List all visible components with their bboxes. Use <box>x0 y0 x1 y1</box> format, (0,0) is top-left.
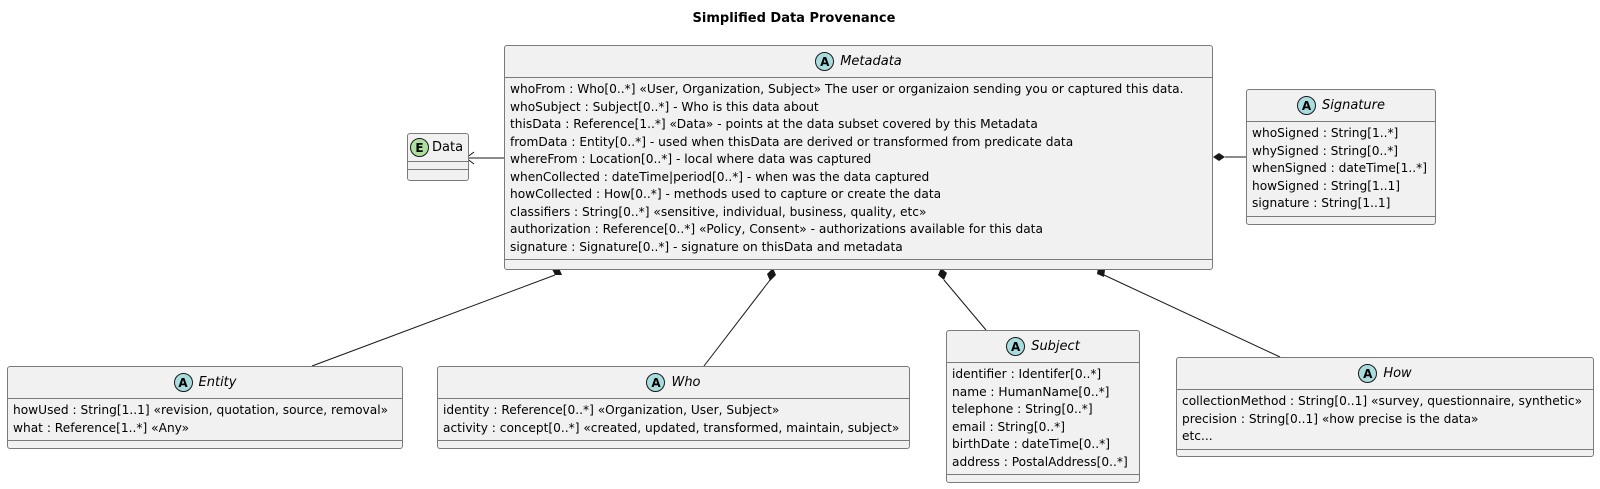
attribute: howCollected : How[0..*] - methods used … <box>510 187 942 201</box>
attribute: email : String[0..*] <box>952 419 1065 434</box>
attribute: howSigned : String[1..1] <box>1252 178 1400 193</box>
class-name: Data <box>432 140 464 155</box>
abstract-icon: A <box>173 373 193 392</box>
attribute: activity : concept[0..*] «created, updat… <box>443 420 900 435</box>
attribute: howUsed : String[1..1] «revision, quotat… <box>13 403 389 417</box>
class-name: Entity <box>198 375 237 390</box>
link-metadata-entity <box>311 274 556 367</box>
attribute: telephone : String[0..*] <box>952 402 1093 416</box>
diamond-how <box>1097 268 1105 277</box>
abstract-icon: A <box>815 52 835 71</box>
attribute: whoSigned : String[1..*] <box>1252 126 1399 140</box>
link-metadata-how <box>1103 274 1281 358</box>
attribute: whySigned : String[0..*] <box>1252 143 1399 158</box>
abstract-icon: A <box>646 373 666 392</box>
attribute: whoSubject : Subject[0..*] - Who is this… <box>510 99 819 114</box>
attribute: classifiers : String[0..*] «sensitive, i… <box>510 204 927 219</box>
abstract-icon: A <box>1358 364 1378 383</box>
class-name: Subject <box>1031 339 1080 354</box>
attribute: precision : String[0..1] «how precise is… <box>1182 411 1479 426</box>
attribute: whenSigned : dateTime[1..*] <box>1252 161 1427 175</box>
class-data[interactable]: E Data <box>407 133 469 181</box>
abstract-icon: A <box>1296 96 1316 115</box>
diamond-signature <box>1213 153 1225 161</box>
attribute: what : Reference[1..*] «Any» <box>13 420 190 435</box>
attribute: etc... <box>1182 429 1213 443</box>
abstract-icon: A <box>1006 337 1026 356</box>
attribute: birthDate : dateTime[0..*] <box>952 437 1111 451</box>
attribute: name : HumanName[0..*] <box>952 384 1110 399</box>
class-who[interactable]: A Who identity : Reference[0..*] «Organi… <box>437 366 910 449</box>
attribute: fromData : Entity[0..*] - used when this… <box>510 134 1074 149</box>
class-name: Signature <box>1321 98 1385 113</box>
class-name: How <box>1383 366 1412 381</box>
attribute: whereFrom : Location[0..*] - local where… <box>510 152 872 166</box>
class-signature[interactable]: A Signature whoSigned : String[1..*] why… <box>1246 89 1436 225</box>
class-subject[interactable]: A Subject identifier : Identifer[0..*] n… <box>946 330 1140 483</box>
attribute: authorization : Reference[0..*] «Policy,… <box>510 222 1043 236</box>
attribute: signature : Signature[0..*] - signature … <box>510 239 903 254</box>
attribute: signature : String[1..1] <box>1252 196 1391 210</box>
class-name: Metadata <box>840 54 902 69</box>
class-name: Who <box>671 375 701 390</box>
class-entity[interactable]: A Entity howUsed : String[1..1] «revisio… <box>7 366 403 449</box>
attribute: collectionMethod : String[0..1] «survey,… <box>1182 394 1583 408</box>
attribute: identifier : Identifer[0..*] <box>952 367 1102 381</box>
diagram-title: Simplified Data Provenance <box>692 11 896 26</box>
attribute: identity : Reference[0..*] «Organization… <box>443 403 780 417</box>
link-metadata-subject <box>943 279 987 331</box>
class-metadata[interactable]: A Metadata whoFrom : Who[0..*] «User, Or… <box>504 45 1213 270</box>
attribute: whenCollected : dateTime|period[0..*] - … <box>510 169 930 184</box>
diamond-subject <box>938 268 947 280</box>
attribute: whoFrom : Who[0..*] «User, Organization,… <box>510 82 1184 96</box>
diamond-who <box>767 268 776 281</box>
entity-icon: E <box>410 138 429 157</box>
attribute: address : PostalAddress[0..*] <box>952 454 1128 469</box>
class-how[interactable]: A How collectionMethod : String[0..1] «s… <box>1176 357 1594 457</box>
link-metadata-who <box>703 279 771 367</box>
attribute: thisData : Reference[1..*] «Data» - poin… <box>510 117 1038 131</box>
